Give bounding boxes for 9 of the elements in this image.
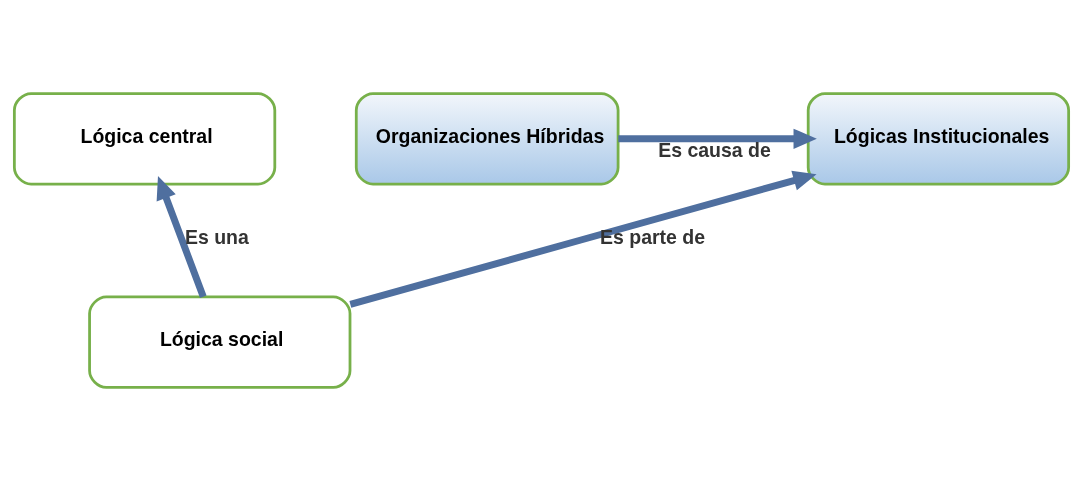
node-box: Lógica social [88,295,352,389]
arrow [349,170,817,308]
node-box: Organizaciones Híbridas [354,92,620,186]
edge-label: Es una [184,226,249,249]
arrow [156,176,207,298]
node-box: Lógicas Institucionales [806,92,1071,186]
edge-label: Es causa de [658,139,771,162]
arrow [618,128,817,150]
node-box: Lógica central [12,92,277,186]
